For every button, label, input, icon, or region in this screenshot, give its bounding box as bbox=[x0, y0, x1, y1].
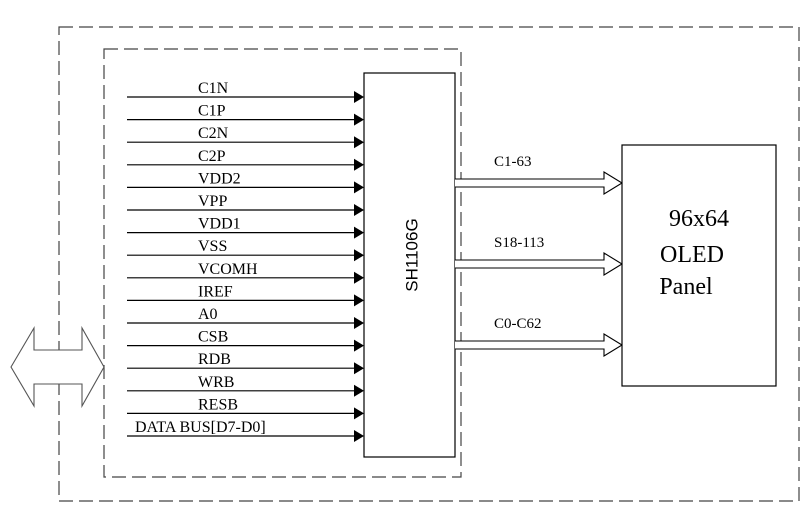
bus-arrow bbox=[455, 171, 624, 195]
pin-label: CSB bbox=[198, 329, 228, 346]
pin-label: VPP bbox=[198, 193, 227, 210]
pin-arrowhead bbox=[354, 113, 364, 126]
pin-row: C2N bbox=[127, 125, 364, 149]
pin-arrowhead bbox=[354, 204, 364, 216]
bus-row: C0-C62 bbox=[455, 316, 624, 357]
pin-label: VCOMH bbox=[198, 261, 258, 278]
pin-label: VDD1 bbox=[198, 216, 241, 233]
pin-arrowhead bbox=[354, 181, 364, 194]
pin-row: C1N bbox=[127, 80, 364, 103]
pin-arrowhead bbox=[354, 249, 364, 262]
pin-row: VPP bbox=[127, 193, 364, 216]
pin-label: RESB bbox=[198, 396, 238, 413]
pin-label: C2P bbox=[198, 148, 226, 165]
pin-arrowhead bbox=[354, 91, 364, 103]
pin-arrowhead bbox=[354, 136, 364, 149]
pin-row: VSS bbox=[127, 238, 364, 262]
module-boundary bbox=[58, 26, 800, 502]
pin-label: IREF bbox=[198, 283, 233, 300]
pin-arrowhead bbox=[354, 339, 364, 352]
pin-row: C2P bbox=[127, 148, 364, 171]
panel-label-line2: OLED bbox=[660, 242, 724, 268]
bus-row: S18-113 bbox=[455, 235, 624, 276]
panel-label-line1: 96x64 bbox=[669, 206, 729, 232]
pin-label: DATA BUS[D7-D0] bbox=[135, 419, 266, 436]
panel-label-line3: Panel bbox=[659, 274, 713, 300]
bus-arrow bbox=[455, 333, 624, 357]
interface-bidirectional-arrow bbox=[10, 325, 105, 409]
pin-row: RESB bbox=[127, 396, 364, 420]
pin-label: WRB bbox=[198, 374, 234, 391]
bus-label: C1-63 bbox=[494, 154, 532, 170]
pin-arrowhead bbox=[354, 158, 364, 171]
pin-row: VDD1 bbox=[127, 216, 364, 239]
pin-row: C1P bbox=[127, 103, 364, 126]
pin-arrowhead bbox=[354, 430, 364, 442]
pin-arrowhead bbox=[354, 271, 364, 284]
bus-label: S18-113 bbox=[494, 235, 544, 251]
bus-row: C1-63 bbox=[455, 154, 624, 195]
chip-label: SH1106G bbox=[402, 218, 421, 291]
oled-panel-box bbox=[621, 144, 777, 387]
pin-row: RDB bbox=[127, 351, 364, 375]
pin-row: IREF bbox=[127, 283, 364, 307]
pin-arrowhead bbox=[354, 226, 364, 239]
pin-row: A0 bbox=[127, 306, 364, 329]
pin-arrowhead bbox=[354, 317, 364, 329]
pin-row: DATA BUS[D7-D0] bbox=[127, 419, 364, 442]
pin-label: VSS bbox=[198, 238, 227, 255]
bus-label: C0-C62 bbox=[494, 316, 542, 332]
pin-label: C1N bbox=[198, 80, 229, 97]
pin-row: CSB bbox=[127, 329, 364, 352]
pin-row: VDD2 bbox=[127, 170, 364, 194]
pin-arrowhead bbox=[354, 294, 364, 307]
pin-label: VDD2 bbox=[198, 170, 241, 187]
bus-arrow bbox=[455, 252, 624, 276]
pin-arrowhead bbox=[354, 407, 364, 420]
pin-arrowhead bbox=[354, 362, 364, 375]
pin-row: WRB bbox=[127, 374, 364, 397]
pin-label: C1P bbox=[198, 103, 226, 120]
pin-label: A0 bbox=[198, 306, 218, 323]
pin-label: C2N bbox=[198, 125, 229, 142]
pin-arrowhead bbox=[354, 384, 364, 397]
pin-label: RDB bbox=[198, 351, 231, 368]
pin-row: VCOMH bbox=[127, 261, 364, 284]
